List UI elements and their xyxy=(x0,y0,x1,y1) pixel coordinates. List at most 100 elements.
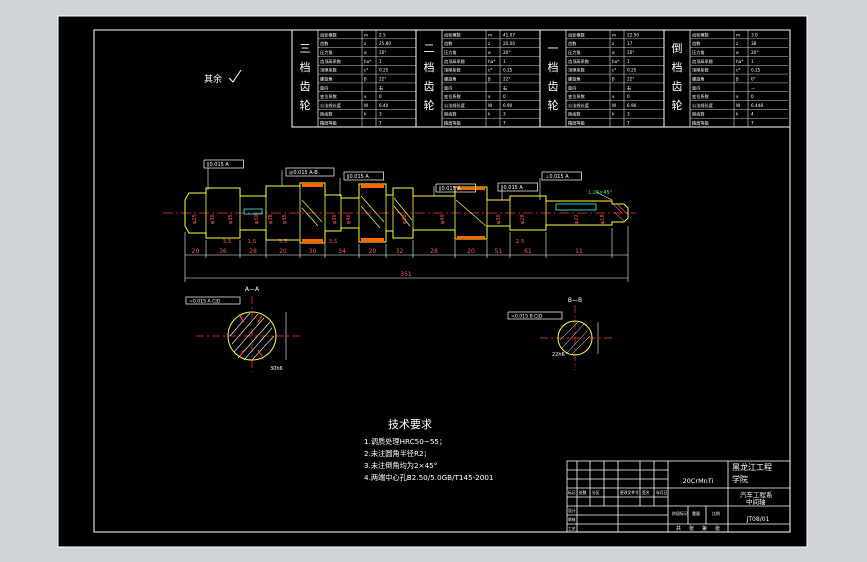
gear-param-symbol: m xyxy=(364,32,368,37)
gear-param-value: 7 xyxy=(751,121,754,126)
title-block-dept: 汽车工程系 xyxy=(740,490,773,499)
gear-label-char: 档 xyxy=(672,60,683,74)
gear-param-value: 0.25 xyxy=(627,68,637,73)
gear-param-value: 22.50 xyxy=(627,32,639,37)
gear-param-value: 0 xyxy=(379,94,382,99)
dimension-value: 20 xyxy=(192,248,200,255)
gear-param-name: 精度等级 xyxy=(692,120,710,127)
end-section-hatch xyxy=(613,204,628,222)
gear-param-value: 22° xyxy=(627,76,634,81)
gear-param-symbol: β xyxy=(736,76,739,81)
section-a-hatch xyxy=(229,312,275,361)
gear-param-value: 20.00 xyxy=(503,41,515,46)
gear-label-char: 二 xyxy=(424,42,435,55)
gear-label-char: 齿 xyxy=(424,80,435,93)
gear-param-symbol: W xyxy=(612,103,616,108)
shaft-front-view xyxy=(163,168,636,282)
gear-param-value: 0.25 xyxy=(503,68,513,73)
gear-param-symbol: m xyxy=(736,32,740,37)
tolerance-frame-text: ◎0.015 A-B xyxy=(289,170,318,176)
gear-param-value: 右 xyxy=(627,84,631,91)
gear-param-value: 6.448 xyxy=(751,103,763,108)
inner-dimension-value: 3.5 xyxy=(223,239,232,245)
tech-requirement-item: 4.两端中心孔B2.50/5.0GB/T145-2001 xyxy=(364,473,494,482)
tech-requirement-item: 1.调质处理HRC50~55； xyxy=(364,437,446,446)
tolerance-frame-text: ∥0.015 A xyxy=(347,174,369,180)
keyway-grooves xyxy=(243,203,597,215)
gear-param-name: 齿轮模数 xyxy=(444,31,462,38)
inner-dimension-value: 3.5 xyxy=(279,239,288,245)
gear-param-symbol: z xyxy=(736,41,739,46)
gear-param-value: 3.0 xyxy=(751,32,758,37)
gear-param-name: 齿顶高系数 xyxy=(444,58,466,65)
title-block-material: 20CrMnTi xyxy=(683,477,714,485)
gear-param-name: 齿顶高系数 xyxy=(692,58,714,65)
overall-length-dimension: 351 xyxy=(400,271,412,278)
dimension-value: 28 xyxy=(430,248,438,255)
gear-param-name: 压力角 xyxy=(568,49,581,56)
chamfer-dimension: 1.25×45° xyxy=(588,190,613,196)
gear-param-symbol: W xyxy=(488,103,492,108)
dimension-value: 20 xyxy=(467,248,475,255)
gear-param-name: 旋向 xyxy=(568,84,576,91)
shaft-step-lines xyxy=(205,186,547,240)
diameter-dimension: φ25 xyxy=(192,214,198,224)
gear-label-char: 倒 xyxy=(672,42,683,55)
gear-param-symbol: c* xyxy=(612,68,616,73)
gear-param-symbol: α xyxy=(364,50,367,55)
gear-param-symbol: m xyxy=(612,32,616,37)
gear-param-symbol: k xyxy=(364,112,367,117)
tolerance-frame-text: ∥0.015 A xyxy=(501,185,523,191)
gear-param-value: 0.25 xyxy=(751,68,761,73)
gear-param-symbol: ha* xyxy=(488,59,495,64)
gear-param-value: 右 xyxy=(503,84,507,91)
gear-param-name: 变位系数 xyxy=(568,93,586,100)
diameter-dimension: φ28 xyxy=(520,214,526,224)
dimension-value: 51 xyxy=(495,248,503,255)
gear-param-name: 精度等级 xyxy=(444,120,462,127)
gear-param-name: 齿数 xyxy=(444,40,453,47)
gear-param-symbol: x xyxy=(736,94,739,99)
dimension-value: 11 xyxy=(575,248,583,255)
gear-param-name: 公法线长度 xyxy=(444,102,466,109)
diameter-dimension: φ30 xyxy=(496,214,502,224)
gear-param-name: 压力角 xyxy=(320,49,333,56)
gear-param-symbol: c* xyxy=(736,68,740,73)
gear-param-name: 旋向 xyxy=(444,84,452,91)
gear-param-value: 3 xyxy=(503,112,506,117)
gear-label-char: 三 xyxy=(300,42,311,55)
gear-param-value: 1 xyxy=(627,59,630,64)
gear-param-symbol: α xyxy=(736,50,739,55)
gear-label-char: 档 xyxy=(300,60,311,74)
inner-dimension-value: 3.5 xyxy=(329,239,338,245)
gear-param-name: 跨齿数 xyxy=(444,111,457,118)
gear-param-name: 变位系数 xyxy=(444,93,462,100)
gear-param-name: 齿轮模数 xyxy=(692,31,710,38)
section-tolerance-frame xyxy=(507,311,563,320)
gear-param-value: 7 xyxy=(503,121,506,126)
section-tolerance-text: =0.015 B C|D xyxy=(511,314,543,320)
gear-param-name: 顶隙系数 xyxy=(568,67,586,74)
diameter-dimension: φ38 xyxy=(402,214,408,224)
diameter-dimension: φ40 xyxy=(440,214,446,224)
gear-param-value: 22° xyxy=(503,76,510,81)
gear-param-name: 变位系数 xyxy=(320,93,338,100)
gear-param-symbol: β xyxy=(488,76,491,81)
gear-param-name: 顶隙系数 xyxy=(444,67,462,74)
gear-param-value: 0 xyxy=(503,94,506,99)
diameter-dimension: φ22 xyxy=(574,214,580,224)
gear-param-symbol: ha* xyxy=(736,59,743,64)
gear-param-name: 齿数 xyxy=(568,40,577,47)
gear-param-name: 精度等级 xyxy=(568,120,586,127)
gear-param-name: 变位系数 xyxy=(692,93,710,100)
gear-param-symbol: m xyxy=(488,32,492,37)
title-block xyxy=(566,460,791,533)
gear-param-value: 20° xyxy=(379,50,386,55)
title-block-part-name: 中间轴 xyxy=(746,497,766,506)
gear-param-name: 公法线长度 xyxy=(692,102,714,109)
tolerance-frame xyxy=(203,159,244,169)
dimension-lines xyxy=(184,168,629,282)
tolerance-frame xyxy=(285,167,335,177)
helical-teeth-lines xyxy=(301,195,487,229)
